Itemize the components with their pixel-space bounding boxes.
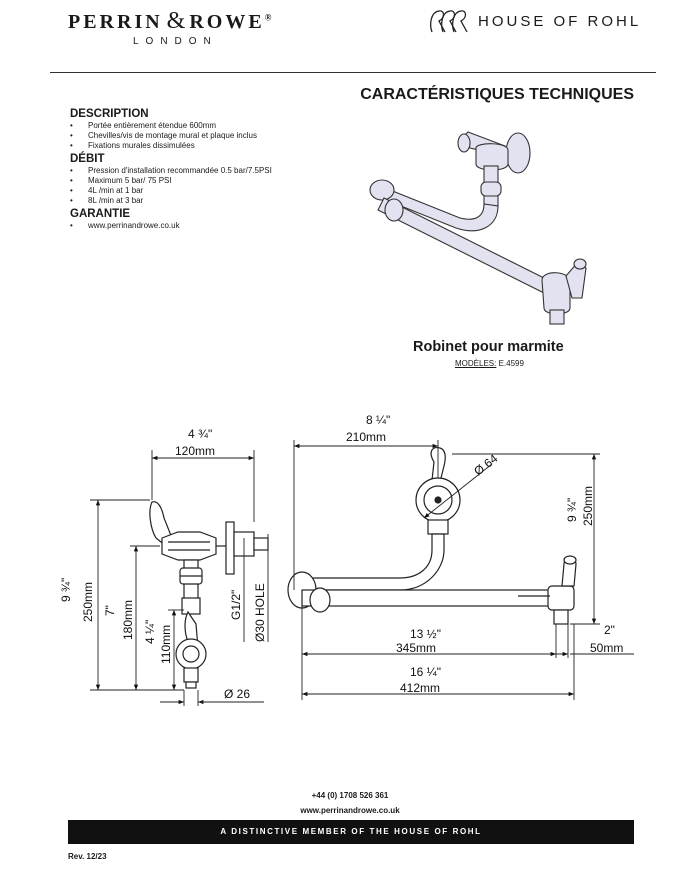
- perrin-rowe-logo: PERRIN&ROWE®: [68, 8, 271, 35]
- wall-plate: [505, 132, 531, 174]
- technical-drawing: 4 ¾" 120mm 9 ¾" 250mm 7" 180mm 4 ¼" 110m…: [59, 413, 634, 706]
- registered-mark: ®: [264, 12, 272, 23]
- house-of-rohl-wordmark: HOUSE OF ROHL: [478, 13, 642, 30]
- section-description: DESCRIPTION Portée entièrement étendue 6…: [70, 108, 340, 151]
- header-divider: [50, 72, 656, 73]
- valve-body: [475, 143, 509, 171]
- swivel-joint: [480, 181, 502, 197]
- spec-item: Chevilles/vis de montage mural et plaque…: [70, 131, 340, 141]
- dim-diam-64: Ø 64: [471, 451, 500, 478]
- brand-subtitle: LONDON: [133, 36, 218, 47]
- dim-diam-26: Ø 26: [224, 687, 250, 701]
- model-number: MODÈLES: E.4599: [455, 359, 524, 368]
- dim-hole: Ø30 HOLE: [253, 583, 267, 642]
- dim-side-110-mm: 110mm: [159, 625, 173, 664]
- front-dimensions: [293, 440, 634, 700]
- spout-outlet: [549, 309, 565, 325]
- spec-item: Fixations murales dissimulées: [70, 141, 340, 151]
- product-name: Robinet pour marmite: [413, 339, 564, 355]
- dim-front-right-mm: 250mm: [581, 486, 595, 526]
- dim-side-7-in: 7": [103, 605, 117, 616]
- brand-ampersand: &: [166, 8, 186, 34]
- page-title: CARACTÉRISTIQUES TECHNIQUES: [360, 86, 634, 103]
- dim-side-height-in: 9 ¾": [59, 578, 73, 602]
- dim-front-13-in: 13 ½": [410, 627, 441, 641]
- side-view: [149, 501, 269, 689]
- spout-lever-cap: [573, 258, 587, 270]
- dim-front-top-mm: 210mm: [346, 430, 386, 444]
- footer-phone: +44 (0) 1708 526 361: [311, 791, 389, 800]
- models-label: MODÈLES:: [455, 359, 497, 368]
- house-of-rohl-monogram-icon: [430, 10, 468, 33]
- specifications: DESCRIPTION Portée entièrement étendue 6…: [70, 108, 340, 233]
- warranty-link[interactable]: www.perrinandrowe.co.uk: [70, 221, 340, 231]
- footer-banner: A DISTINCTIVE MEMBER OF THE HOUSE OF ROH…: [68, 820, 634, 844]
- spec-item: Maximum 5 bar/ 75 PSI: [70, 176, 340, 186]
- dim-front-50-mm: 50mm: [590, 641, 623, 655]
- dim-front-top-in: 8 ¼": [366, 413, 390, 427]
- models-value: E.4599: [496, 359, 524, 368]
- revision-label: Rev. 12/23: [68, 852, 107, 861]
- spec-item: 4L /min at 1 bar: [70, 186, 340, 196]
- arm-knuckle: [369, 179, 395, 201]
- dim-side-4-in: 4 ¼": [143, 620, 157, 644]
- product-illustration: [369, 131, 587, 325]
- dim-front-right-in: 9 ¾": [565, 498, 579, 522]
- dim-front-345-mm: 345mm: [396, 641, 436, 655]
- dim-side-height-mm: 250mm: [81, 582, 95, 622]
- dim-side-180-mm: 180mm: [121, 600, 135, 640]
- spec-item: Pression d'installation recommandée 0.5 …: [70, 166, 340, 176]
- dim-front-412-mm: 412mm: [400, 681, 440, 695]
- section-warranty: GARANTIE www.perrinandrowe.co.uk: [70, 208, 340, 231]
- dim-side-width-in: 4 ¾": [188, 427, 212, 441]
- dim-front-2-in: 2": [604, 623, 615, 637]
- section-heading: DÉBIT: [70, 153, 105, 165]
- top-lever-knob: [457, 133, 471, 153]
- spec-item: 8L /min at 3 bar: [70, 196, 340, 206]
- dim-front-16-in: 16 ¼": [410, 665, 441, 679]
- front-view: [287, 447, 577, 625]
- section-heading: DESCRIPTION: [70, 108, 149, 120]
- brand-word-perrin: PERRIN: [68, 11, 163, 33]
- lower-knuckle: [384, 198, 404, 222]
- dim-thread: G1/2": [229, 590, 243, 620]
- spout-body: [541, 272, 571, 315]
- dim-side-width-mm: 120mm: [175, 444, 215, 458]
- section-heading: GARANTIE: [70, 208, 131, 220]
- section-flow: DÉBIT Pression d'installation recommandé…: [70, 153, 340, 206]
- side-dimensions: [90, 450, 269, 706]
- spec-item: Portée entièrement étendue 600mm: [70, 121, 340, 131]
- lower-arm: [377, 197, 557, 297]
- footer-website-link[interactable]: www.perrinandrowe.co.uk: [300, 806, 400, 815]
- upper-arm: [385, 189, 499, 232]
- brand-word-rowe: ROWE: [189, 11, 265, 33]
